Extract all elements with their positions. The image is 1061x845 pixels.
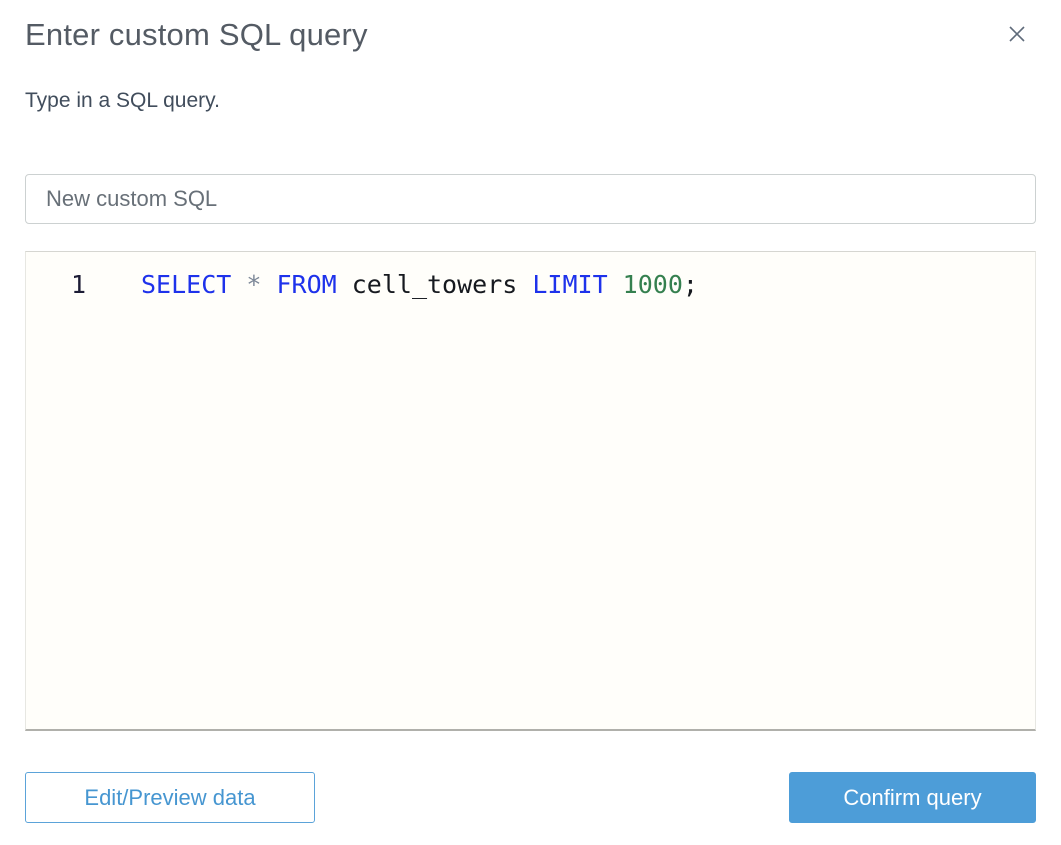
query-name-input[interactable] xyxy=(25,174,1036,224)
dialog-subtitle: Type in a SQL query. xyxy=(25,89,220,112)
sql-token-operator: * xyxy=(231,270,277,299)
sql-token-punctuation: ; xyxy=(682,270,698,299)
line-number: 1 xyxy=(70,270,86,299)
sql-token-identifier: cell_towers xyxy=(336,270,533,299)
sql-editor[interactable]: 1 SELECT * FROM cell_towers LIMIT 1000; xyxy=(25,251,1036,731)
code-line: 1 SELECT * FROM cell_towers LIMIT 1000; xyxy=(26,252,1035,301)
dialog-footer: Edit/Preview data Confirm query xyxy=(25,772,1036,823)
confirm-query-button[interactable]: Confirm query xyxy=(789,772,1036,823)
dialog-title: Enter custom SQL query xyxy=(25,17,368,52)
edit-preview-data-button[interactable]: Edit/Preview data xyxy=(25,772,315,823)
close-button[interactable] xyxy=(1003,20,1031,48)
sql-token-keyword: FROM xyxy=(276,270,337,299)
sql-token-number: 1000 xyxy=(607,270,683,299)
sql-token-keyword: LIMIT xyxy=(532,270,608,299)
sql-code: SELECT * FROM cell_towers LIMIT 1000; xyxy=(86,269,698,301)
close-icon xyxy=(1006,23,1028,45)
sql-token-keyword: SELECT xyxy=(141,270,232,299)
